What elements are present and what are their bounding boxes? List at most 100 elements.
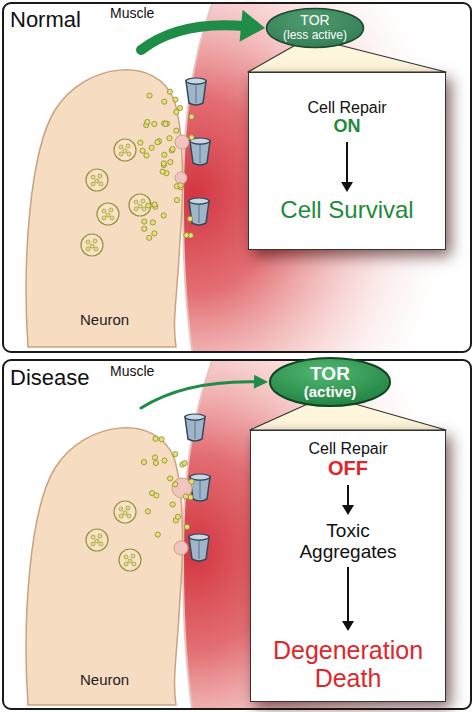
vesicle-content — [91, 542, 95, 546]
activation-arrow — [141, 10, 265, 50]
tor-ellipse: TOR(active) — [268, 356, 392, 408]
transmitter-dot — [147, 93, 152, 98]
activation-arrow — [141, 375, 268, 408]
transmitter-dot — [173, 97, 178, 102]
vesicle-content — [98, 534, 102, 538]
tor-label: TOR — [310, 363, 350, 384]
panel-ground — [3, 360, 471, 709]
arrow-head — [240, 10, 265, 42]
vesicle-content — [127, 152, 131, 156]
arrow-shaft — [347, 485, 349, 507]
vesicle-content — [95, 179, 99, 183]
vesicle-content — [86, 240, 90, 244]
transmitter-dot — [160, 169, 165, 174]
panel-ground — [3, 3, 471, 352]
transmitter-dot — [140, 148, 145, 153]
vesicle-content — [119, 514, 123, 518]
transmitter-dot — [145, 509, 150, 514]
outcome-label: Cell Survival — [280, 197, 413, 224]
transmitter-dot — [162, 458, 167, 463]
transmitter-dot — [152, 202, 157, 207]
transmitter-dot — [153, 460, 158, 465]
transmitter-dot — [163, 121, 168, 126]
vesicle — [114, 501, 136, 523]
arrow-shaft — [347, 567, 349, 623]
transmitter-dot — [189, 114, 194, 119]
vesicle-content — [134, 207, 138, 211]
tor-outline — [266, 9, 363, 48]
vesicle-content — [124, 562, 128, 566]
transmitter-dot — [142, 226, 147, 231]
transmitter-dot — [174, 198, 179, 203]
panel-border — [3, 360, 471, 709]
transmitter-dot — [170, 147, 175, 152]
transmitter-dot — [145, 119, 150, 124]
transmitter-dot — [168, 160, 173, 165]
transmitter-dot — [150, 220, 155, 225]
transmitter-dot — [155, 532, 160, 537]
flow-arrow — [340, 141, 354, 193]
transmitter-dot — [161, 213, 166, 218]
arrow-shaft — [346, 142, 348, 184]
tor-outline — [270, 358, 390, 406]
arrow-head — [341, 182, 353, 192]
transmitter-dot — [142, 219, 147, 224]
vesicle — [81, 234, 103, 256]
transmitter-dot — [167, 89, 172, 94]
wedge-shape — [250, 402, 446, 430]
vesicle-content — [90, 244, 94, 248]
receptor-channel — [186, 78, 206, 105]
transmitter-dot — [178, 183, 183, 188]
neuron-illustration — [22, 50, 192, 347]
outcome-box: Cell RepairONCell Survival — [248, 72, 446, 250]
state-off: OFF — [328, 457, 368, 479]
outcome-box: Cell RepairOFFToxic AggregatesDegenerati… — [250, 430, 446, 702]
neuron-label: Neuron — [80, 312, 129, 329]
neuron-illustration — [22, 408, 192, 705]
transmitter-dot — [174, 128, 179, 133]
transmitter-dot — [153, 436, 158, 441]
panel-title: Disease — [10, 366, 89, 391]
vesicle-content — [106, 213, 110, 217]
vesicle-content — [126, 506, 130, 510]
vesicle-content — [99, 182, 103, 186]
callout-wedge — [250, 402, 446, 430]
transmitter-dot — [184, 233, 189, 238]
neuron-outline — [26, 428, 182, 705]
muscle-membrane — [183, 361, 212, 708]
vesicle-content — [119, 152, 123, 156]
outcome-label: Degeneration Death — [259, 636, 437, 692]
muscle-region — [183, 4, 470, 351]
transmitter-dot — [167, 136, 172, 141]
vesicle-content — [86, 247, 90, 251]
process-label: Cell Repair — [307, 99, 386, 117]
receptor-channel — [185, 414, 205, 441]
transmitter-dot — [184, 524, 189, 529]
vesicle-content — [123, 511, 127, 515]
vesicle-content — [126, 144, 130, 148]
panel-title: Normal — [10, 8, 81, 33]
callout-wedge — [248, 43, 446, 72]
vesicle-content — [124, 555, 128, 559]
tor-label: TOR — [300, 13, 329, 29]
vesicle-content — [119, 145, 123, 149]
arrow-head — [342, 505, 354, 515]
transmitter-dot — [188, 216, 193, 221]
vesicle-content — [141, 199, 145, 203]
vesicle — [114, 139, 136, 161]
vesicle-content — [109, 208, 113, 212]
neuron-outline — [26, 70, 182, 347]
vesicle-content — [127, 514, 131, 518]
transmitter-dot — [152, 121, 157, 126]
vesicle-content — [128, 559, 132, 563]
vesicle-content — [132, 562, 136, 566]
transmitter-dot — [144, 153, 149, 158]
flow-arrow — [341, 484, 355, 516]
vesicle — [129, 194, 151, 216]
flow-arrow — [341, 566, 355, 632]
vesicle-content — [134, 200, 138, 204]
arrow-head — [254, 375, 268, 389]
